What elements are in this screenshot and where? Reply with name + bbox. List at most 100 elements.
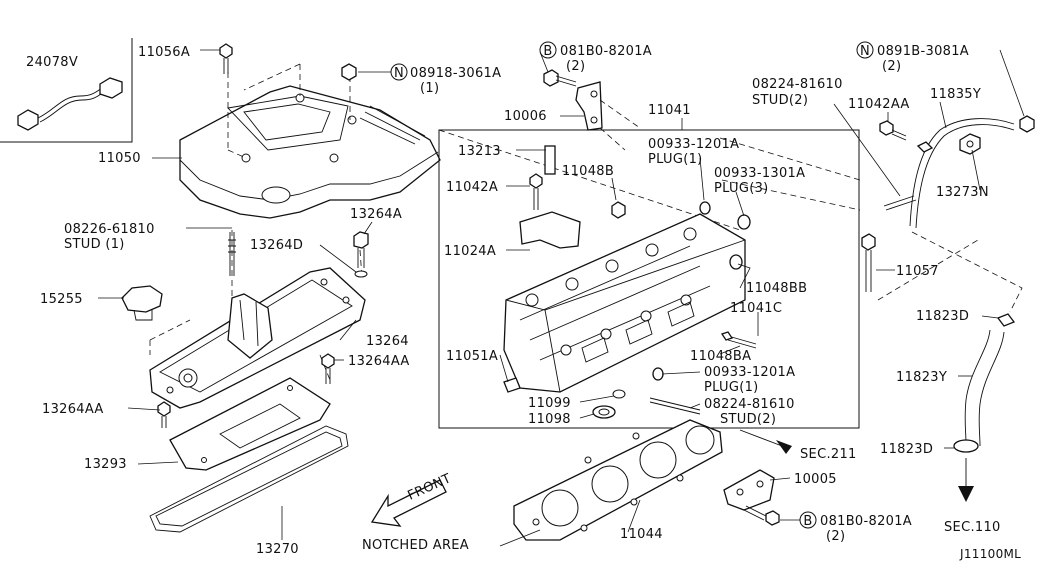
head-gasket [513, 419, 723, 541]
pin-13213 [544, 145, 556, 175]
bracket-10006 [575, 81, 603, 131]
nut-0891B [1019, 115, 1035, 133]
callout-10005: 10005 [794, 472, 837, 487]
callout-sec110: SEC.110 [944, 520, 1001, 535]
marker-b-top: B [539, 41, 557, 59]
bolt-11057 [861, 233, 876, 292]
callout-11048BB: 11048BB [746, 281, 807, 296]
callout-11044: 11044 [620, 527, 663, 542]
bolt-11042A [529, 173, 543, 210]
callout-15255: 15255 [40, 292, 83, 307]
cylinder-head-frame [438, 129, 860, 429]
callout-13264A: 13264A [350, 207, 402, 222]
callout-13264: 13264 [366, 334, 409, 349]
svg-text:N: N [860, 44, 870, 59]
callout-13264AA-right: 13264AA [348, 354, 410, 369]
callout-13293: 13293 [84, 457, 127, 472]
callout-08918: 08918-3061A [410, 66, 501, 81]
callout-081B0-top-qty: (2) [566, 59, 585, 74]
rocker-cover [149, 267, 366, 409]
callout-11823Y: 11823Y [896, 370, 947, 385]
callout-08224-top: 08224-81610 [752, 77, 843, 92]
plugs [652, 201, 751, 381]
callout-11051A: 11051A [446, 349, 498, 364]
arrow-sec110 [958, 458, 974, 502]
callout-00933-1201A-top: 00933-1201A [648, 137, 739, 152]
callout-08918-qty: (1) [420, 81, 439, 96]
nut-08918 [341, 63, 357, 81]
oil-cap [121, 285, 163, 321]
cylinder-head [503, 213, 746, 393]
callout-labels: 24078V 11056A 08918-3061A (1) 081B0-8201… [26, 44, 1021, 561]
bolt-11048BA [720, 331, 757, 349]
callout-13264D: 13264D [250, 238, 303, 253]
bolt-081B0-bottom [743, 505, 780, 526]
callout-11048B: 11048B [562, 164, 614, 179]
callout-00933-1201A-bottom: 00933-1201A [704, 365, 795, 380]
bolt-13264AA-right [321, 353, 335, 384]
svg-text:B: B [543, 44, 552, 59]
svg-text:B: B [803, 514, 812, 529]
callout-13213: 13213 [458, 144, 501, 159]
callout-08224-top-stud: STUD(2) [752, 93, 808, 108]
bracket-11024A [519, 211, 581, 249]
callout-sec211: SEC.211 [800, 447, 857, 462]
callout-0891B-qty: (2) [882, 59, 901, 74]
hose-11823Y [964, 329, 1005, 447]
rocker-gasket [149, 425, 349, 533]
bolt-11056A [219, 43, 233, 74]
callout-00933-1301A: 00933-1301A [714, 166, 805, 181]
callout-08224-bottom: 08224-81610 [704, 397, 795, 412]
clamp-11823D-top [996, 313, 1016, 327]
callout-08226-stud: STUD (1) [64, 237, 125, 252]
callout-0891B: 0891B-3081A [877, 44, 969, 59]
pipe-11835Y [909, 118, 1015, 229]
leader-lines [98, 49, 1025, 547]
callout-00933-1301A-plug: PLUG(3) [714, 181, 769, 196]
callout-10006: 10006 [504, 109, 547, 124]
callout-11042AA: 11042AA [848, 97, 910, 112]
seal-11098 [592, 405, 616, 419]
callout-13270: 13270 [256, 542, 299, 557]
arrow-sec211 [739, 429, 792, 454]
callout-11099: 11099 [528, 396, 571, 411]
stud-08224-top [883, 195, 917, 211]
callout-notched-area: NOTCHED AREA [362, 538, 469, 553]
clamp-11823D-bottom [953, 439, 979, 453]
callout-11041C: 11041C [730, 301, 782, 316]
callout-11057: 11057 [896, 264, 939, 279]
bolt-11042AA [879, 120, 907, 141]
callout-11056A: 11056A [138, 45, 190, 60]
diagram-id: J11100ML [959, 547, 1021, 561]
callout-11835Y: 11835Y [930, 87, 981, 102]
callout-11823D-bottom: 11823D [880, 442, 933, 457]
engine-cover [179, 85, 441, 219]
callout-11048BA: 11048BA [690, 349, 751, 364]
callout-08224-bottom-stud: STUD(2) [720, 412, 776, 427]
marker-b-bottom: B [799, 511, 817, 529]
marker-n-right: N [856, 41, 874, 59]
bolt-13264A [353, 231, 369, 278]
callout-00933-1201A-top-plug: PLUG(1) [648, 152, 703, 167]
seal-11099 [612, 389, 626, 399]
callout-00933-1201A-bottom-plug: PLUG(1) [704, 380, 759, 395]
stud-08224-bottom [649, 397, 701, 415]
callout-24078V: 24078V [26, 55, 78, 70]
callout-081B0-top: 081B0-8201A [560, 44, 652, 59]
callout-11050: 11050 [98, 151, 141, 166]
callout-11042A: 11042A [446, 180, 498, 195]
callout-081B0-bottom: 081B0-8201A [820, 514, 912, 529]
front-arrow [370, 479, 447, 527]
callout-11098: 11098 [528, 412, 571, 427]
callout-11041: 11041 [648, 103, 691, 118]
gasket-13273N [959, 133, 981, 155]
baffle-plate [169, 377, 331, 471]
callout-11823D-top: 11823D [916, 309, 969, 324]
bolt-11048B [611, 201, 626, 219]
marker-n-top: N [390, 63, 408, 81]
svg-text:N: N [394, 66, 404, 81]
stud-08226 [228, 232, 236, 276]
bolt-13264AA-left [157, 401, 171, 428]
callout-081B0-bottom-qty: (2) [826, 529, 845, 544]
